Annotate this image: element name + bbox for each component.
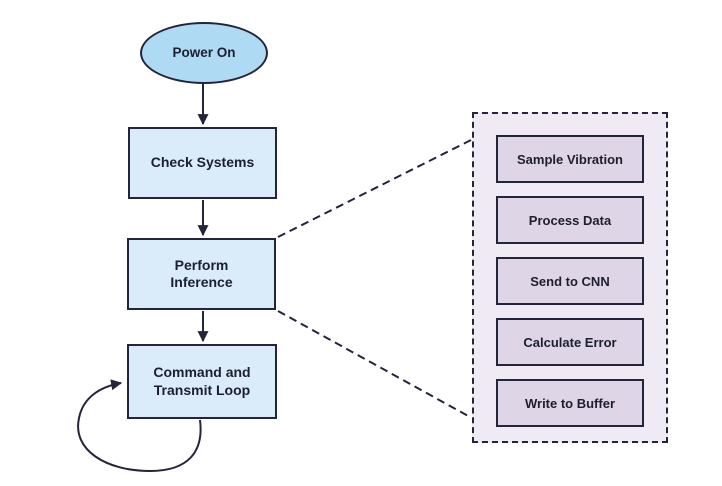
node-check-systems-label: Check Systems [150, 154, 255, 171]
detail-step-label: Process Data [528, 212, 612, 228]
dashed-connector-top [277, 139, 472, 238]
detail-step-sample-vibration: Sample Vibration [496, 135, 644, 183]
node-power-on: Power On [140, 22, 268, 84]
node-check-systems: Check Systems [128, 127, 277, 199]
node-perform-inference-label: Perform Inference [170, 256, 233, 291]
detail-step-process-data: Process Data [496, 196, 644, 244]
detail-step-calculate-error: Calculate Error [496, 318, 644, 366]
detail-step-label: Send to CNN [530, 273, 610, 289]
node-perform-inference: Perform Inference [127, 238, 276, 310]
detail-step-label: Sample Vibration [517, 151, 623, 167]
inference-detail-panel: Sample Vibration Process Data Send to CN… [472, 112, 668, 443]
dashed-connector-bottom [277, 310, 471, 418]
detail-step-label: Calculate Error [523, 334, 617, 350]
node-command-transmit-loop-label: Command and Transmit Loop [153, 364, 251, 398]
detail-step-write-to-buffer: Write to Buffer [496, 379, 644, 427]
detail-step-label: Write to Buffer [524, 395, 616, 411]
node-power-on-label: Power On [172, 44, 236, 60]
node-command-transmit-loop: Command and Transmit Loop [127, 344, 277, 419]
detail-step-send-to-cnn: Send to CNN [496, 257, 644, 305]
